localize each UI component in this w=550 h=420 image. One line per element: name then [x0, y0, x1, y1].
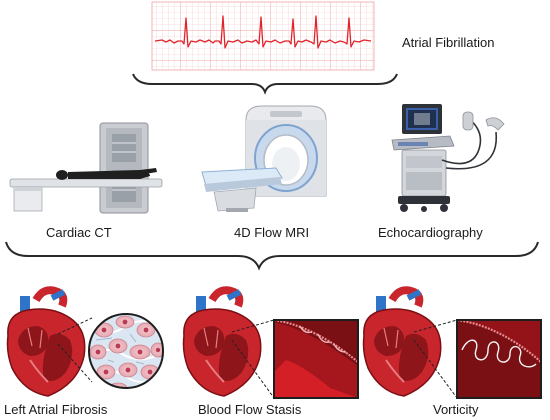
atrial-fibrillation-label: Atrial Fibrillation	[402, 35, 495, 50]
modality-label-ct: Cardiac CT	[46, 225, 112, 240]
bottom-brace	[5, 241, 539, 271]
blood-stasis-icon	[273, 319, 359, 399]
heart-icon-stasis	[184, 290, 261, 396]
heart-icon-vorticity	[364, 290, 441, 396]
modality-label-mri: 4D Flow MRI	[234, 225, 310, 240]
vortex-flow-icon	[456, 319, 542, 399]
modality-label-echo: Echocardiography	[378, 225, 483, 240]
ct-scanner-icon	[9, 122, 163, 214]
top-brace	[132, 73, 398, 95]
outcome-label-fibrosis: Left Atrial Fibrosis	[4, 402, 108, 417]
fibrosis-tissue-icon	[88, 313, 164, 389]
ultrasound-machine-icon	[391, 104, 505, 212]
ecg-trace	[154, 15, 372, 49]
zoom-lines	[57, 317, 458, 399]
outcome-label-vorticity: Vorticity	[433, 402, 479, 417]
outcome-label-stasis: Blood Flow Stasis	[198, 402, 302, 417]
mri-scanner-icon	[201, 105, 327, 212]
ecg-strip	[151, 1, 375, 71]
heart-icon-fibrosis	[6, 286, 86, 397]
